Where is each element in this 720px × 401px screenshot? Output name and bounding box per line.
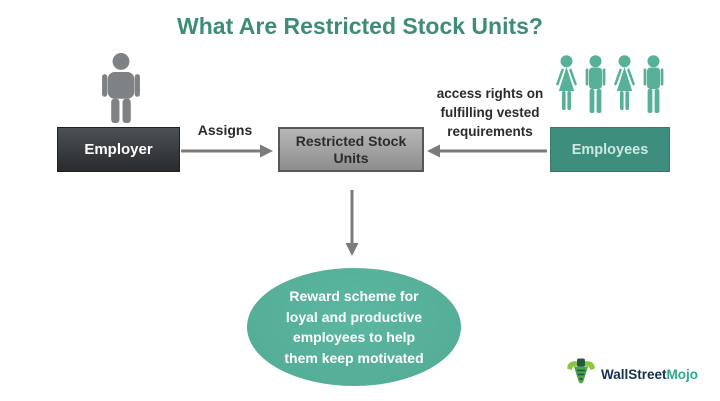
assigns-arrow xyxy=(181,144,273,158)
reward-ellipse: Reward scheme for loyal and productive e… xyxy=(247,268,461,386)
reward-arrow xyxy=(345,190,359,256)
employees-label: Employees xyxy=(571,141,649,158)
employees-node: Employees xyxy=(550,127,670,172)
employees-group-icon xyxy=(556,55,664,113)
ellipse-line1: Reward scheme for xyxy=(289,288,419,304)
assigns-edge-label: Assigns xyxy=(197,122,253,138)
logo-text-primary: WallStreet xyxy=(601,366,667,382)
access-label-line2: fulfilling vested xyxy=(440,105,540,120)
ellipse-line2: loyal and productive xyxy=(285,308,423,325)
rsu-node: Restricted Stock Units xyxy=(278,127,424,172)
access-edge-label: access rights on fulfilling vested requi… xyxy=(420,84,560,141)
wallstreetmojo-logo: WallStreetMojo xyxy=(566,354,698,394)
employer-label: Employer xyxy=(84,141,153,158)
female-figure-1 xyxy=(556,55,577,110)
male-figure-1 xyxy=(585,55,606,113)
logo-text: WallStreetMojo xyxy=(601,367,698,382)
logo-text-accent: Mojo xyxy=(666,366,699,382)
access-arrow xyxy=(427,144,547,158)
male-figure-2 xyxy=(643,55,664,113)
employer-node: Employer xyxy=(57,127,180,172)
employer-person-icon xyxy=(102,53,140,123)
female-figure-2 xyxy=(614,55,635,110)
access-label-line1: access rights on xyxy=(436,86,544,101)
ellipse-line4: them keep motivated xyxy=(284,349,424,366)
page-title: What Are Restricted Stock Units? xyxy=(177,13,543,39)
ellipse-line3: employees to help xyxy=(292,329,416,345)
access-label-line3: requirements xyxy=(447,124,533,139)
bull-icon xyxy=(567,358,595,384)
rsu-label: Restricted Stock Units xyxy=(295,132,407,166)
